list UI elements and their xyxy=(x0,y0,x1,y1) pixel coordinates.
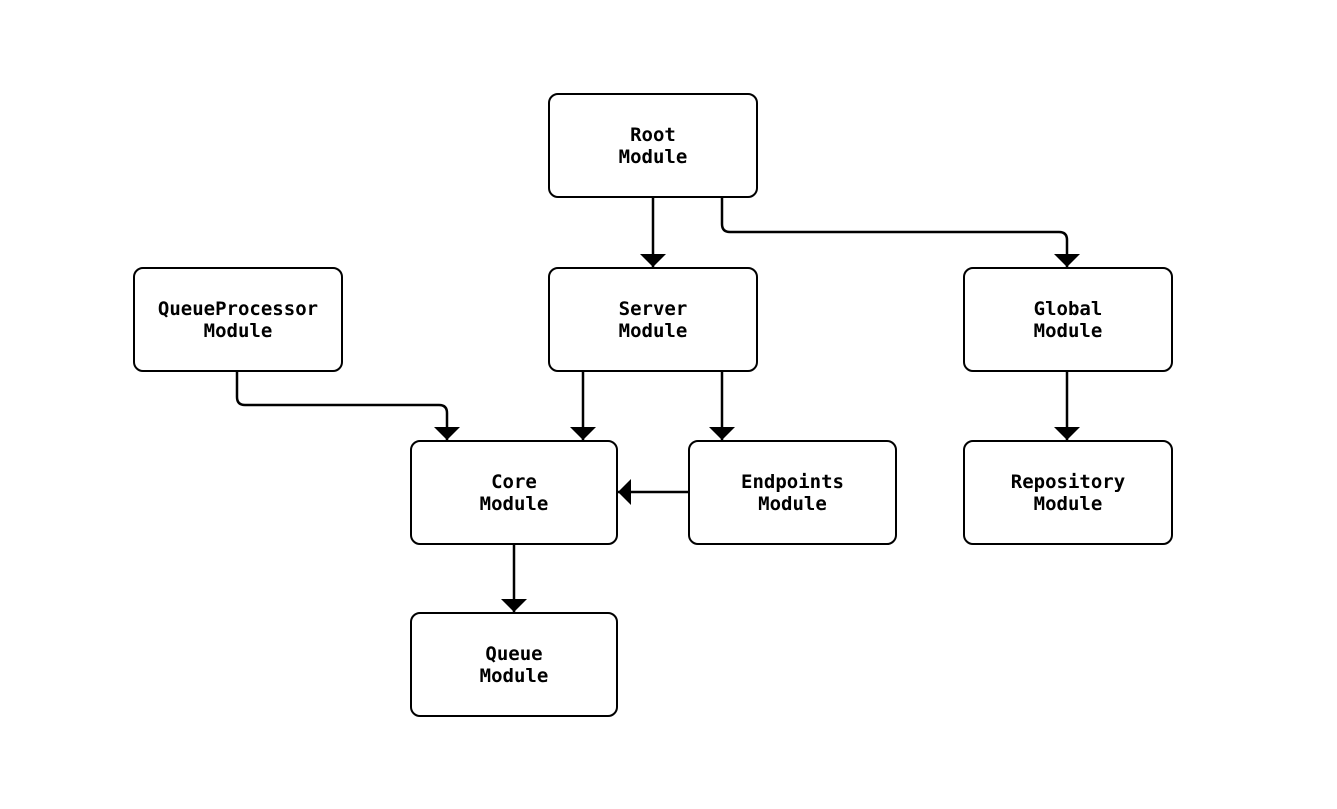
node-core-module: Core Module xyxy=(410,440,618,545)
node-queueprocessor-module: QueueProcessor Module xyxy=(133,267,343,372)
node-root-module-label: Root Module xyxy=(618,123,688,168)
node-repository-module: Repository Module xyxy=(963,440,1173,545)
node-global-module-label: Global Module xyxy=(1033,297,1103,342)
node-endpoints-module-label: Endpoints Module xyxy=(741,470,844,515)
node-root-module: Root Module xyxy=(548,93,758,198)
node-global-module: Global Module xyxy=(963,267,1173,372)
node-queue-module-label: Queue Module xyxy=(479,642,549,687)
edge-queueprocessor-to-core xyxy=(235,372,460,440)
node-core-module-label: Core Module xyxy=(479,470,549,515)
edge-root-to-global xyxy=(720,198,1080,267)
node-queue-module: Queue Module xyxy=(410,612,618,717)
node-server-module-label: Server Module xyxy=(618,297,688,342)
node-queueprocessor-module-label: QueueProcessor Module xyxy=(157,297,319,342)
node-server-module: Server Module xyxy=(548,267,758,372)
node-repository-module-label: Repository Module xyxy=(1010,470,1126,515)
node-endpoints-module: Endpoints Module xyxy=(688,440,897,545)
